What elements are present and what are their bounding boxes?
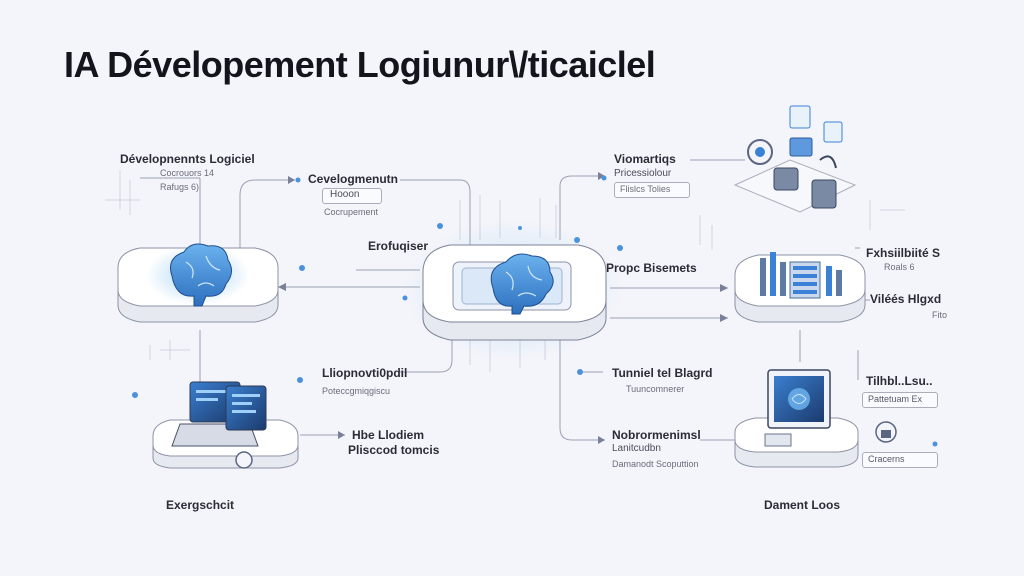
top-right-device-cluster xyxy=(733,105,857,213)
label-nobr-main: Nobrormenimsl xyxy=(612,428,701,442)
label-hbe-sub: Plisccod tomcis xyxy=(348,443,440,457)
label-tunniel-main: Tunniel tel Blagrd xyxy=(612,366,713,380)
label-right-top-main: Viomartiqs xyxy=(614,152,676,166)
laptop-icon xyxy=(171,381,267,447)
bottom-left-laptop-node xyxy=(152,381,299,469)
label-far-right-low-main: Tilhbl..Lsu.. xyxy=(866,374,933,388)
label-far-right-main1: Fxhsiilbiité S xyxy=(866,246,941,260)
label-right-top-sub2: Flislcs Tolies xyxy=(620,184,671,194)
left-brain-node xyxy=(117,243,279,323)
label-nobr-sub2: Damanodt Scoputtion xyxy=(612,459,699,469)
far-right-low-box1 xyxy=(862,392,938,408)
connector-lines xyxy=(140,159,870,441)
label-erofuqiser: Erofuqiser xyxy=(368,239,429,253)
label-far-right-main2: Viléés Hlgxd xyxy=(870,292,942,306)
label-mid-lower-sub: Poteccgmiqgiscu xyxy=(322,386,391,396)
label-far-right-sub2: Fito xyxy=(932,310,948,320)
label-left-top-main: Dévelopnennts Logiciel xyxy=(120,152,255,166)
far-right-low-box2-text: Cracerns xyxy=(868,454,905,464)
monitor-icon xyxy=(767,369,831,429)
label-dament: Dament Loos xyxy=(764,498,841,512)
arrowheads xyxy=(278,172,728,444)
label-tunniel-sub: Tuuncomnerer xyxy=(626,384,685,394)
label-mid-top-sub2: Cocrupement xyxy=(324,207,379,217)
label-left-top-sub2: Rafugs 6) xyxy=(160,182,200,192)
label-left-top-sub1: Cocrouors 14 xyxy=(160,168,215,178)
right-server-node xyxy=(734,252,866,323)
label-hbe-main: Hbe Llodiem xyxy=(352,428,425,442)
label-nobr-sub1: Lanitcudbn xyxy=(612,443,661,454)
label-right-top-box xyxy=(614,182,690,198)
far-right-low-box2 xyxy=(862,452,938,468)
label-exert: Exergschcit xyxy=(166,498,235,512)
server-rack-icon xyxy=(760,252,842,299)
label-mid-top-box xyxy=(322,188,382,204)
label-mid-lower-main: Lliopnovti0pdil xyxy=(322,366,408,380)
label-far-right-sub1: Roals 6 xyxy=(884,262,915,272)
security-icon xyxy=(875,421,897,443)
bottom-right-monitor-node xyxy=(734,369,859,468)
label-mid-top-main: Cevelogmenutn xyxy=(308,172,399,186)
label-propc: Propc Bisemets xyxy=(606,261,697,275)
gear-icon xyxy=(747,139,773,165)
page-title: IA Dévelopement Logiunur\/ticaiclel xyxy=(64,44,656,85)
far-right-low-box1-text: Pattetuam Ex xyxy=(868,394,923,404)
brain-icon xyxy=(490,253,554,315)
label-right-top-sub1: Pricessiolour xyxy=(614,168,672,179)
center-brain-node xyxy=(403,220,623,360)
label-mid-top-sub1: Hooon xyxy=(330,189,360,200)
brain-icon xyxy=(170,243,232,307)
